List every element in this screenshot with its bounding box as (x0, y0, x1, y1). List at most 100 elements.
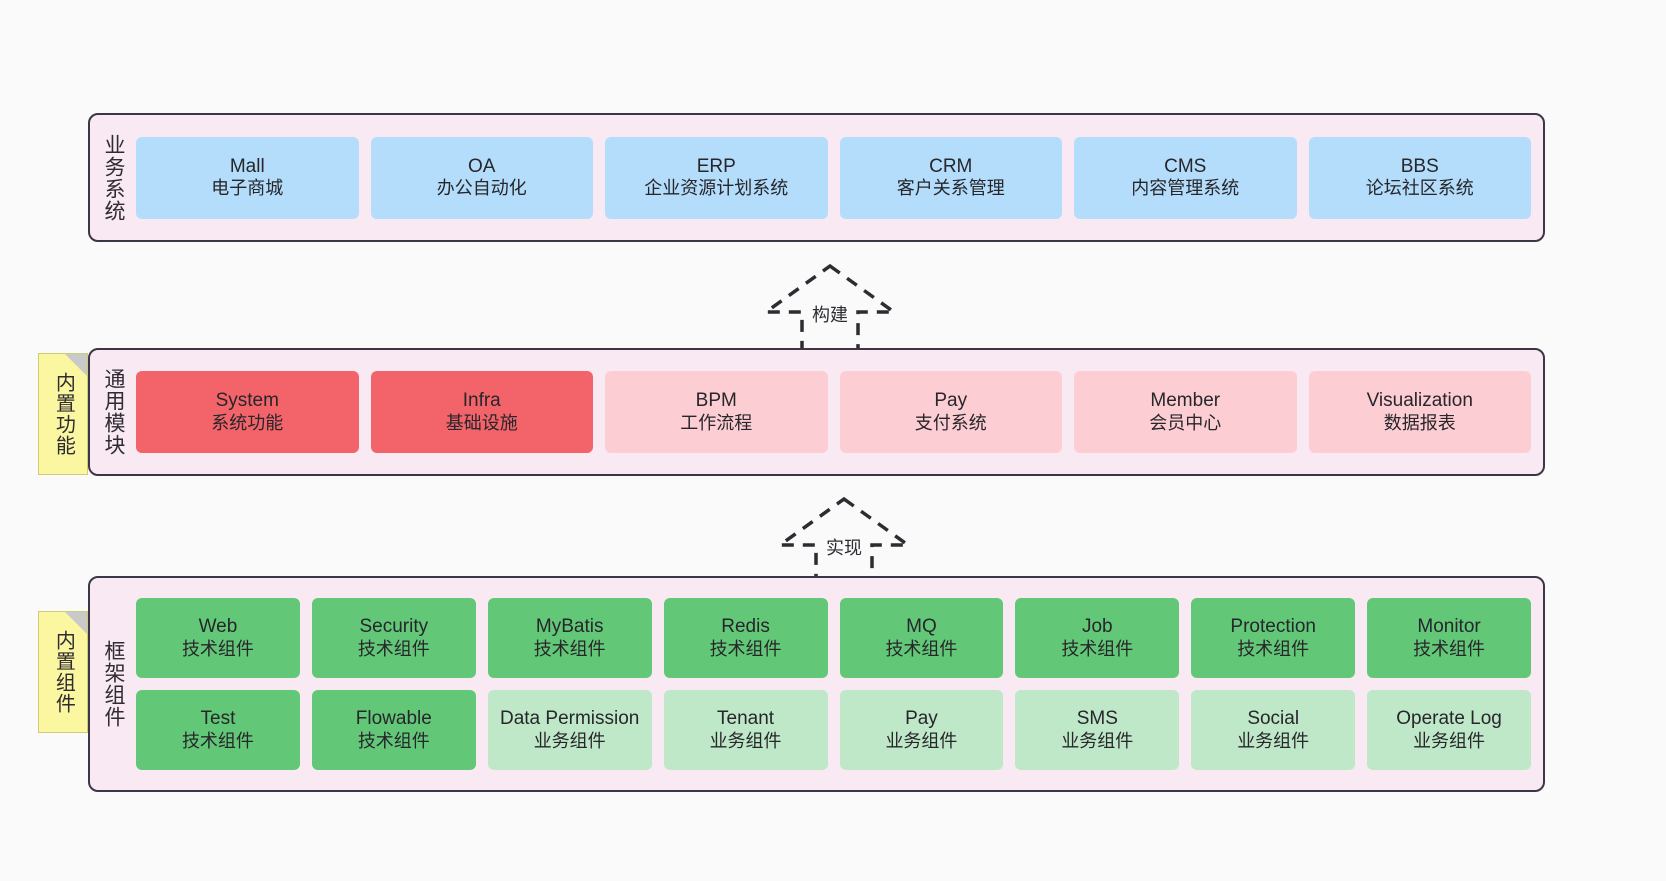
module-name: OA (468, 155, 496, 177)
layer-business-system: 业务系统 Mall 电子商城 OA 办公自动化 ERP 企业资源计划系统 CRM… (88, 113, 1545, 242)
module-box-member[interactable]: Member 会员中心 (1074, 371, 1297, 453)
connector-implement-label: 实现 (824, 534, 864, 560)
module-desc: 数据报表 (1383, 412, 1456, 433)
component-box-social[interactable]: Social 业务组件 (1191, 690, 1356, 770)
module-box-pay[interactable]: Pay 支付系统 (839, 371, 1062, 453)
component-box-web[interactable]: Web 技术组件 (136, 598, 300, 678)
component-box-pay[interactable]: Pay 业务组件 (839, 690, 1004, 770)
module-desc: 基础设施 (445, 412, 518, 433)
generalization-arrow-icon (760, 263, 900, 354)
fold-corner-icon (65, 354, 87, 376)
layer-framework-component: 框架组件 Web 技术组件 Security 技术组件 MyBatis 技术组件… (88, 576, 1545, 792)
connector-build-label: 构建 (810, 301, 850, 327)
module-box-mall[interactable]: Mall 电子商城 (136, 136, 359, 219)
component-desc: 业务组件 (709, 730, 782, 751)
component-box-security[interactable]: Security 技术组件 (311, 598, 476, 678)
module-name: Member (1150, 390, 1221, 412)
connector-build: 构建 (755, 262, 905, 354)
component-desc: 技术组件 (1061, 638, 1134, 659)
module-desc: 论坛社区系统 (1365, 178, 1474, 199)
module-box-bbs[interactable]: BBS 论坛社区系统 (1308, 136, 1531, 219)
module-desc: 办公自动化 (436, 178, 527, 199)
component-desc: 技术组件 (885, 638, 958, 659)
component-name: Protection (1230, 616, 1316, 638)
component-box-flowable[interactable]: Flowable 技术组件 (311, 690, 476, 770)
module-box-system[interactable]: System 系统功能 (136, 371, 359, 453)
component-box-tenant[interactable]: Tenant 业务组件 (663, 690, 828, 770)
component-desc: 业务组件 (1413, 730, 1486, 751)
component-desc: 技术组件 (181, 730, 254, 751)
framework-row-business: Test 技术组件 Flowable 技术组件 Data Permission … (136, 690, 1531, 770)
module-box-bpm[interactable]: BPM 工作流程 (605, 371, 828, 453)
module-name: Infra (462, 390, 501, 412)
component-name: Tenant (717, 708, 775, 730)
component-desc: 业务组件 (1237, 730, 1310, 751)
module-name: Visualization (1366, 390, 1473, 412)
component-name: Security (359, 616, 429, 638)
layer-title-framework-component: 框架组件 (101, 640, 125, 728)
module-desc: 客户关系管理 (896, 178, 1005, 199)
component-name: Job (1081, 616, 1113, 638)
component-desc: 业务组件 (1061, 730, 1134, 751)
component-box-data-permission[interactable]: Data Permission 业务组件 (487, 690, 652, 770)
module-desc: 内容管理系统 (1131, 178, 1240, 199)
module-name: Pay (934, 390, 968, 412)
module-desc: 企业资源计划系统 (644, 178, 789, 199)
module-name: Mall (229, 155, 265, 177)
component-desc: 技术组件 (709, 638, 782, 659)
component-box-mq[interactable]: MQ 技术组件 (839, 598, 1004, 678)
component-desc: 技术组件 (1413, 638, 1486, 659)
component-name: Web (198, 616, 238, 638)
component-box-test[interactable]: Test 技术组件 (136, 690, 300, 770)
module-name: ERP (696, 155, 736, 177)
sticky-note-label: 内置组件 (52, 630, 75, 714)
generalization-arrow-icon (774, 496, 914, 587)
layer-body-framework-component: Web 技术组件 Security 技术组件 MyBatis 技术组件 Redi… (136, 578, 1543, 790)
component-box-sms[interactable]: SMS 业务组件 (1015, 690, 1180, 770)
component-name: Operate Log (1396, 708, 1502, 730)
layer-common-module: 通用模块 System 系统功能 Infra 基础设施 BPM 工作流程 Pay… (88, 348, 1545, 476)
component-name: Test (200, 708, 236, 730)
component-name: Data Permission (499, 708, 640, 730)
module-desc: 会员中心 (1149, 412, 1222, 433)
component-desc: 技术组件 (357, 638, 430, 659)
module-box-visualization[interactable]: Visualization 数据报表 (1308, 371, 1531, 453)
component-box-mybatis[interactable]: MyBatis 技术组件 (487, 598, 652, 678)
component-desc: 技术组件 (533, 638, 606, 659)
component-name: Flowable (355, 708, 432, 730)
component-name: Monitor (1417, 616, 1481, 638)
module-desc: 系统功能 (211, 412, 284, 433)
module-box-cms[interactable]: CMS 内容管理系统 (1074, 136, 1297, 219)
component-box-protection[interactable]: Protection 技术组件 (1191, 598, 1356, 678)
layer-title-business-system: 业务系统 (101, 133, 125, 222)
module-box-erp[interactable]: ERP 企业资源计划系统 (605, 136, 828, 219)
module-name: System (215, 390, 279, 412)
module-desc: 支付系统 (914, 412, 987, 433)
component-box-monitor[interactable]: Monitor 技术组件 (1367, 598, 1531, 678)
module-box-oa[interactable]: OA 办公自动化 (370, 136, 593, 219)
component-box-job[interactable]: Job 技术组件 (1015, 598, 1180, 678)
framework-row-tech: Web 技术组件 Security 技术组件 MyBatis 技术组件 Redi… (136, 598, 1531, 678)
component-box-redis[interactable]: Redis 技术组件 (663, 598, 828, 678)
component-name: MQ (906, 616, 937, 638)
sticky-note-builtin-component: 内置组件 (38, 611, 88, 733)
layer-body-common-module: System 系统功能 Infra 基础设施 BPM 工作流程 Pay 支付系统… (136, 350, 1543, 474)
sticky-note-builtin-feature: 内置功能 (38, 353, 88, 475)
module-box-infra[interactable]: Infra 基础设施 (370, 371, 593, 453)
module-name: CMS (1164, 155, 1207, 177)
component-box-operate-log[interactable]: Operate Log 业务组件 (1367, 690, 1531, 770)
component-desc: 技术组件 (1237, 638, 1310, 659)
component-name: Pay (905, 708, 938, 730)
component-desc: 业务组件 (885, 730, 958, 751)
layer-body-business-system: Mall 电子商城 OA 办公自动化 ERP 企业资源计划系统 CRM 客户关系… (136, 115, 1543, 240)
module-box-crm[interactable]: CRM 客户关系管理 (839, 136, 1062, 219)
component-desc: 技术组件 (181, 638, 254, 659)
component-name: MyBatis (535, 616, 604, 638)
module-name: BPM (695, 390, 737, 412)
connector-implement: 实现 (769, 495, 919, 587)
layer-title-common-module: 通用模块 (101, 368, 125, 456)
component-name: Redis (721, 616, 770, 638)
module-desc: 工作流程 (680, 412, 753, 433)
component-desc: 技术组件 (357, 730, 430, 751)
